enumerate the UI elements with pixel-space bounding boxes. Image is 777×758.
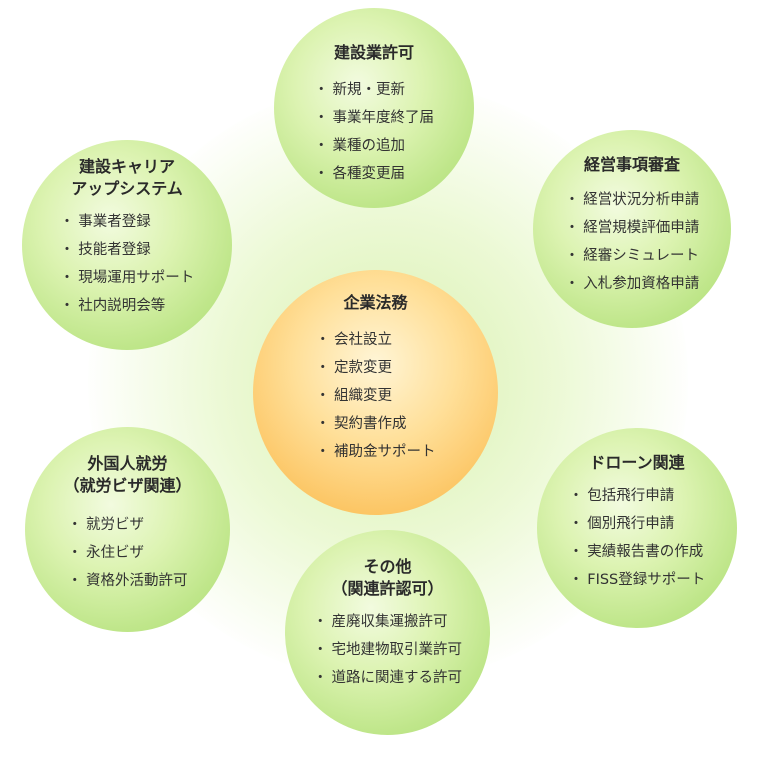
node-item: 新規・更新 — [314, 76, 434, 104]
node-item: FISS登録サポート — [569, 566, 705, 594]
node-item: 個別飛行申請 — [569, 510, 706, 538]
node-item: 定款変更 — [316, 354, 436, 382]
node-kigyo-homu: 企業法務 会社設立 定款変更 組織変更 契約書作成 補助金サポート — [253, 270, 498, 515]
node-item-list: 包括飛行申請 個別飛行申請 実績報告書の作成 FISS登録サポート — [569, 482, 706, 594]
node-item: 入札参加資格申請 — [565, 270, 699, 298]
node-item: 契約書作成 — [316, 410, 436, 438]
node-kensetsu-kyoka: 建設業許可 新規・更新 事業年度終了届 業種の追加 各種変更届 — [274, 8, 474, 208]
node-title-line1: その他 — [363, 557, 412, 576]
node-item: 永住ビザ — [68, 539, 188, 567]
node-item: 社内説明会等 — [60, 292, 195, 320]
node-item: 事業者登録 — [60, 208, 195, 236]
node-item: 産廃収集運搬許可 — [313, 608, 462, 636]
node-title: 経営事項審査 — [583, 155, 680, 174]
node-title: ドローン関連 — [589, 453, 685, 472]
node-item: 経営規模評価申請 — [565, 214, 699, 242]
node-item-list: 会社設立 定款変更 組織変更 契約書作成 補助金サポート — [316, 326, 436, 466]
node-item: 組織変更 — [316, 382, 436, 410]
node-title-line2: （関連許認可） — [331, 579, 444, 598]
node-title: 建設業許可 — [333, 43, 414, 62]
node-drone: ドローン関連 包括飛行申請 個別飛行申請 実績報告書の作成 FISS登録サポート — [537, 428, 737, 628]
node-item: 補助金サポート — [316, 438, 436, 466]
node-item: 就労ビザ — [68, 511, 188, 539]
node-sonota: その他 （関連許認可） 産廃収集運搬許可 宅地建物取引業許可 道路に関連する許可 — [285, 530, 490, 735]
node-gaikokujin-shuro: 外国人就労 （就労ビザ関連） 就労ビザ 永住ビザ 資格外活動許可 — [25, 427, 230, 632]
node-title-line2: アップシステム — [71, 179, 183, 198]
node-item: 業種の追加 — [314, 132, 434, 160]
node-item: 実績報告書の作成 — [569, 538, 706, 566]
node-item: 技能者登録 — [60, 236, 195, 264]
node-item-list: 産廃収集運搬許可 宅地建物取引業許可 道路に関連する許可 — [313, 608, 463, 692]
node-title-line2: （就労ビザ関連） — [63, 476, 192, 495]
node-item-list: 経営状況分析申請 経営規模評価申請 経審シミュレート 入札参加資格申請 — [565, 186, 700, 298]
node-item-list: 就労ビザ 永住ビザ 資格外活動許可 — [68, 511, 188, 595]
node-item: 会社設立 — [316, 326, 436, 354]
node-title: 企業法務 — [343, 293, 408, 312]
node-item: 経営状況分析申請 — [565, 186, 699, 214]
node-item: 宅地建物取引業許可 — [313, 636, 463, 664]
node-title-line1: 外国人就労 — [87, 454, 168, 473]
node-item: 経審シミュレート — [565, 242, 700, 270]
node-item: 道路に関連する許可 — [313, 664, 463, 692]
node-item: 資格外活動許可 — [68, 567, 188, 595]
node-keiei-jiko-shinsa: 経営事項審査 経営状況分析申請 経営規模評価申請 経審シミュレート 入札参加資格… — [533, 130, 731, 328]
node-item: 各種変更届 — [314, 160, 434, 188]
node-item: 事業年度終了届 — [314, 104, 435, 132]
node-title-line1: 建設キャリア — [78, 157, 175, 176]
node-item-list: 新規・更新 事業年度終了届 業種の追加 各種変更届 — [314, 76, 435, 188]
node-item: 包括飛行申請 — [569, 482, 706, 510]
node-career-up-system: 建設キャリア アップシステム 事業者登録 技能者登録 現場運用サポート 社内説明… — [22, 140, 232, 350]
node-item: 現場運用サポート — [60, 264, 194, 292]
node-item-list: 事業者登録 技能者登録 現場運用サポート 社内説明会等 — [60, 208, 195, 320]
